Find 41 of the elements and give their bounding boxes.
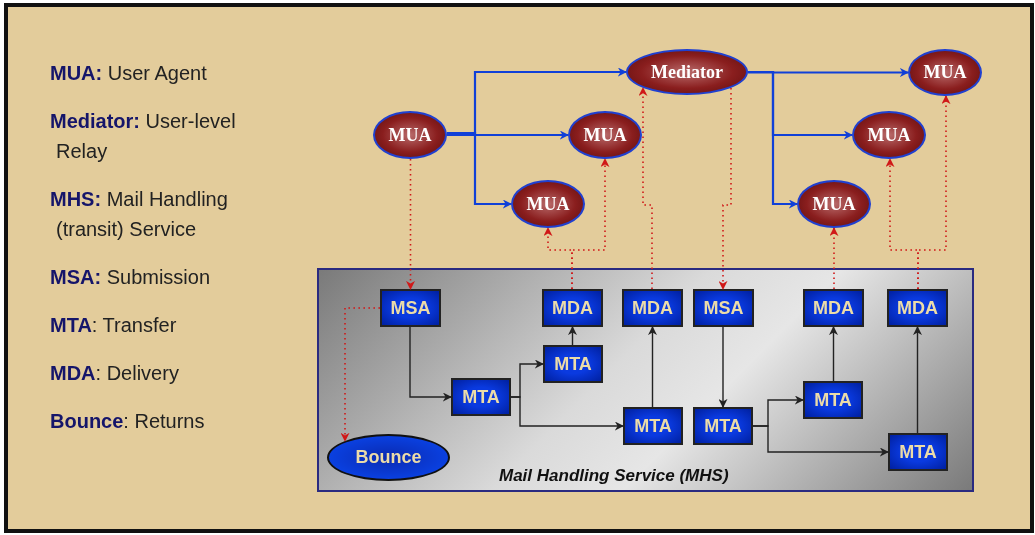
arrow — [917, 95, 951, 290]
arrow — [543, 227, 573, 290]
process-box: MTA — [623, 407, 683, 445]
arrow — [409, 326, 452, 402]
service-panel — [317, 268, 974, 492]
arrow — [829, 326, 838, 382]
process-box: MDA — [622, 289, 683, 327]
process-box: MTA — [888, 433, 948, 471]
arrow — [913, 326, 922, 434]
process-box: MTA — [451, 378, 511, 416]
process-box: MSA — [380, 289, 441, 327]
arrow — [648, 326, 657, 408]
process-box: MTA — [693, 407, 753, 445]
legend-entry: Mediator: User-level Relay — [50, 109, 237, 164]
arrow — [446, 131, 512, 209]
legend-entry: MSA: Submission — [50, 265, 212, 290]
legend-entry: MHS: Mail Handling (transit) Service — [50, 187, 229, 242]
process-box: MDA — [803, 289, 864, 327]
arrow — [340, 307, 381, 442]
arrow — [718, 326, 728, 408]
process-box: MTA — [803, 381, 863, 419]
process-box: MSA — [693, 289, 754, 327]
legend-entry: MDA: Delivery — [50, 361, 180, 386]
arrow — [447, 130, 569, 140]
arrow — [568, 326, 577, 346]
legend-entry: Bounce: Returns — [50, 409, 206, 434]
arrow — [718, 87, 732, 290]
legend-entry: MTA: Transfer — [50, 313, 178, 338]
process-box: MDA — [887, 289, 948, 327]
arrow — [748, 70, 798, 209]
arrow — [406, 158, 415, 290]
arrow — [510, 396, 624, 431]
arrow — [752, 425, 889, 457]
arrow — [638, 87, 653, 290]
arrow — [748, 68, 909, 77]
process-box: MDA — [542, 289, 603, 327]
process-box: MTA — [543, 345, 603, 383]
bounce-ellipse: Bounce — [327, 434, 450, 481]
arrow — [829, 227, 839, 290]
legend-entry: MUA: User Agent — [50, 61, 208, 86]
panel-title: Mail Handling Service (MHS) — [499, 466, 729, 486]
